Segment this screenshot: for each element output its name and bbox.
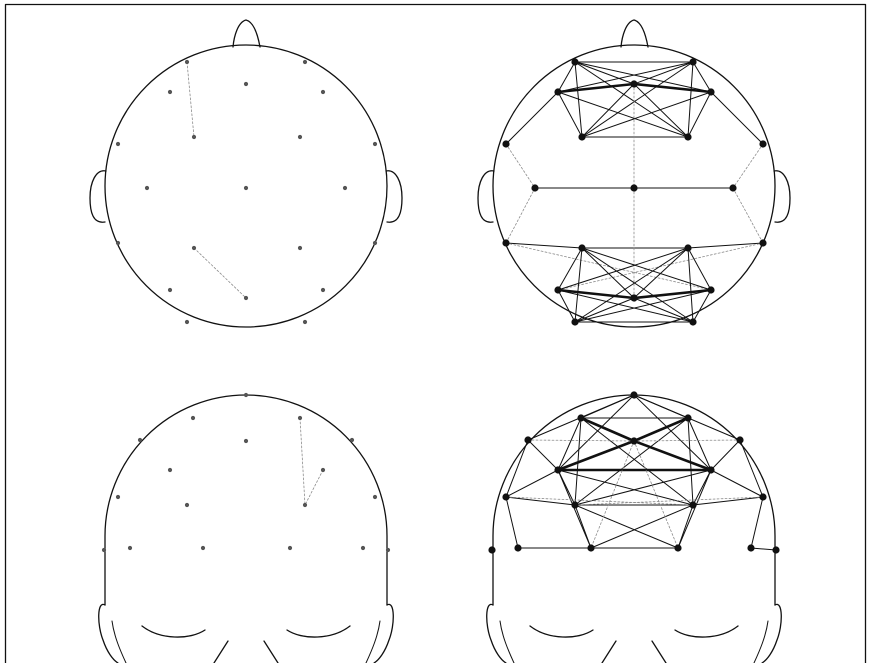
- electrode: [201, 546, 205, 550]
- electrode: [689, 501, 696, 508]
- electrode: [244, 82, 248, 86]
- electrode: [321, 288, 325, 292]
- electrode: [321, 90, 325, 94]
- electrode: [298, 246, 302, 250]
- electrode: [684, 244, 691, 251]
- electrode: [244, 296, 248, 300]
- electrode: [684, 133, 691, 140]
- electrode: [689, 58, 696, 65]
- electrode: [577, 414, 584, 421]
- electrode: [298, 135, 302, 139]
- electrode: [321, 468, 325, 472]
- electrode: [571, 58, 578, 65]
- electrode: [630, 184, 637, 191]
- electrode: [303, 320, 307, 324]
- electrode: [128, 546, 132, 550]
- electrode: [707, 466, 714, 473]
- electrode: [116, 142, 120, 146]
- electrode: [578, 133, 585, 140]
- electrode: [350, 438, 354, 442]
- electrode: [759, 140, 766, 147]
- electrode: [168, 90, 172, 94]
- electrode: [116, 241, 120, 245]
- electrode: [514, 544, 521, 551]
- electrode: [759, 239, 766, 246]
- electrode: [192, 135, 196, 139]
- electrode: [689, 318, 696, 325]
- electrode: [298, 416, 302, 420]
- electrode: [192, 246, 196, 250]
- electrode: [554, 466, 561, 473]
- electrode: [373, 142, 377, 146]
- electrode: [571, 501, 578, 508]
- electrode: [684, 414, 691, 421]
- electrode: [303, 60, 307, 64]
- electrode: [343, 186, 347, 190]
- electrode: [747, 544, 754, 551]
- electrode: [102, 548, 106, 552]
- electrode: [707, 88, 714, 95]
- electrode: [116, 495, 120, 499]
- electrode: [729, 184, 736, 191]
- electrode: [502, 140, 509, 147]
- electrode: [630, 437, 637, 444]
- electrode: [244, 186, 248, 190]
- electrode: [578, 244, 585, 251]
- electrode: [772, 546, 779, 553]
- electrode: [502, 239, 509, 246]
- electrode: [288, 546, 292, 550]
- electrode: [524, 436, 531, 443]
- electrode: [361, 546, 365, 550]
- electrode: [168, 468, 172, 472]
- electrode: [373, 241, 377, 245]
- electrode: [759, 493, 766, 500]
- electrode: [303, 503, 307, 507]
- electrode: [145, 186, 149, 190]
- electrode: [244, 393, 248, 397]
- electrode: [185, 320, 189, 324]
- electrode: [138, 438, 142, 442]
- electrode: [674, 544, 681, 551]
- electrode: [630, 80, 637, 87]
- electrode: [488, 546, 495, 553]
- electrode: [168, 288, 172, 292]
- electrode: [244, 439, 248, 443]
- electrode: [386, 548, 390, 552]
- electrode: [185, 503, 189, 507]
- electrode: [630, 294, 637, 301]
- electrode: [630, 391, 637, 398]
- electrode: [531, 184, 538, 191]
- electrode: [736, 436, 743, 443]
- electrode: [571, 318, 578, 325]
- electrode: [191, 416, 195, 420]
- electrode: [587, 544, 594, 551]
- electrode: [707, 286, 714, 293]
- electrode: [185, 60, 189, 64]
- electrode: [554, 286, 561, 293]
- electrode: [554, 88, 561, 95]
- electrode: [502, 493, 509, 500]
- electrode: [373, 495, 377, 499]
